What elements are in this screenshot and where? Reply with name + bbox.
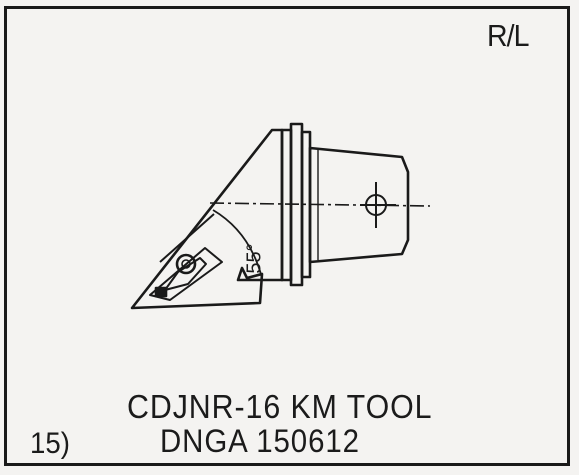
center-line: [209, 202, 431, 207]
angle-label: 55°: [243, 243, 266, 274]
insert-code: DNGA 150612: [160, 423, 360, 459]
mounting-hole: [360, 182, 396, 228]
clamp-body: [164, 257, 207, 291]
clamp-screw: [175, 253, 197, 275]
border-frame: [4, 6, 570, 466]
shank: [308, 146, 410, 264]
angle-arc: [212, 209, 263, 279]
collar-ring-1: [280, 128, 293, 282]
insert-edge: [159, 213, 215, 263]
insert-outline: [149, 247, 223, 301]
insert-tip: [154, 286, 168, 298]
tool-name: CDJNR-16 KM TOOL: [127, 388, 433, 425]
side-label: R/L: [487, 18, 530, 53]
item-number: 15): [30, 427, 70, 460]
